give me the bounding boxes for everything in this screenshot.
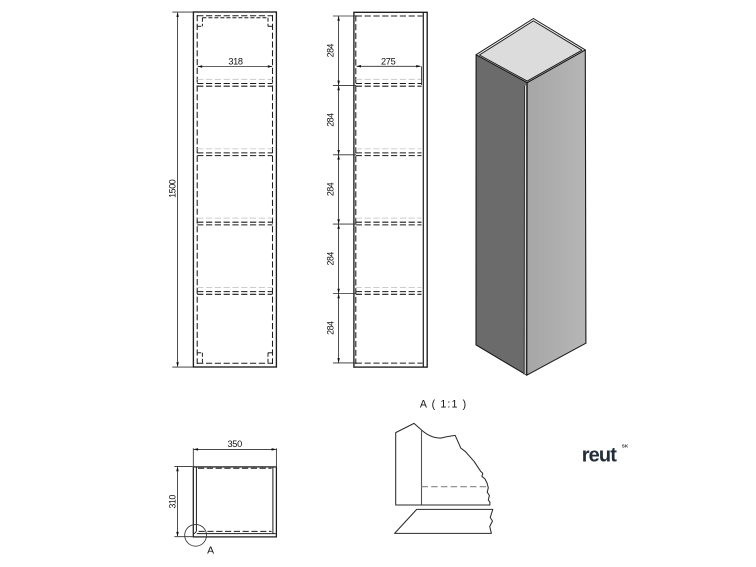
svg-text:350: 350: [228, 439, 243, 449]
svg-text:284: 284: [326, 321, 336, 335]
svg-text:reut: reut: [582, 445, 617, 467]
svg-text:A ( 1:1 ): A ( 1:1 ): [420, 399, 467, 411]
svg-text:318: 318: [228, 57, 243, 67]
svg-text:SK: SK: [622, 444, 629, 449]
svg-text:284: 284: [326, 113, 336, 127]
svg-text:A: A: [207, 546, 214, 557]
svg-text:310: 310: [167, 495, 177, 509]
svg-text:284: 284: [326, 252, 336, 266]
svg-text:1500: 1500: [168, 179, 178, 198]
svg-text:284: 284: [326, 182, 336, 196]
svg-text:284: 284: [326, 43, 336, 57]
svg-text:275: 275: [381, 56, 396, 66]
